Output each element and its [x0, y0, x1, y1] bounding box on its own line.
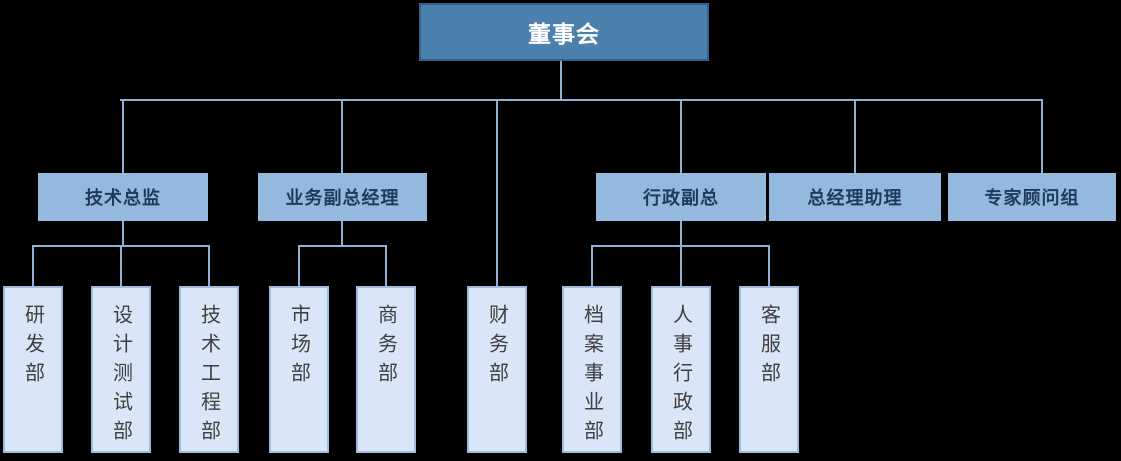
connector-admin-drop-3 — [768, 246, 770, 288]
org-node-gm-assistant-label: 总经理助理 — [807, 188, 903, 208]
org-node-design-test-dept[interactable]: 设计测试部 — [91, 286, 151, 453]
connector-drop-finance — [496, 100, 498, 288]
org-node-marketing-dept-label: 市场部 — [287, 304, 310, 391]
connector-biz-stem — [341, 221, 343, 246]
connector-admin-drop-2 — [680, 246, 682, 288]
org-node-tech-engineering-dept[interactable]: 技术工程部 — [179, 286, 239, 453]
org-node-marketing-dept[interactable]: 市场部 — [269, 286, 329, 453]
org-node-commerce-dept[interactable]: 商务部 — [356, 286, 416, 453]
connector-tech-drop-1 — [32, 246, 34, 288]
org-node-archives-dept-label: 档案事业部 — [580, 304, 603, 449]
connector-biz-rail — [298, 245, 387, 247]
org-node-board-label: 董事会 — [528, 21, 600, 47]
connector-admin-drop-1 — [591, 246, 593, 288]
connector-biz-drop-1 — [298, 246, 300, 288]
connector-tech-drop-3 — [208, 246, 210, 288]
connector-tech-stem — [122, 221, 124, 246]
org-node-tech-engineering-dept-label: 技术工程部 — [197, 304, 220, 449]
org-node-gm-assistant[interactable]: 总经理助理 — [769, 173, 941, 221]
connector-admin-stem — [680, 221, 682, 246]
connector-drop-expert — [1041, 100, 1043, 173]
org-node-finance-dept-label: 财务部 — [485, 304, 508, 391]
org-node-expert-advisors[interactable]: 专家顾问组 — [948, 173, 1116, 221]
connector-drop-tech — [122, 100, 124, 173]
org-node-admin-deputy-gm[interactable]: 行政副总 — [596, 173, 766, 221]
org-node-customer-service-dept[interactable]: 客服部 — [739, 286, 799, 453]
connector-drop-admin — [680, 100, 682, 173]
org-node-tech-director[interactable]: 技术总监 — [38, 173, 208, 221]
org-node-hr-admin-dept[interactable]: 人事行政部 — [651, 286, 711, 453]
connector-board-stem — [560, 61, 562, 100]
connector-drop-biz — [341, 100, 343, 173]
org-node-commerce-dept-label: 商务部 — [374, 304, 397, 391]
connector-drop-assistant — [854, 100, 856, 173]
org-node-design-test-dept-label: 设计测试部 — [109, 304, 132, 449]
org-node-biz-deputy-gm[interactable]: 业务副总经理 — [258, 173, 427, 221]
org-node-tech-director-label: 技术总监 — [85, 188, 161, 208]
org-node-rnd-dept-label: 研发部 — [21, 304, 44, 391]
org-node-customer-service-dept-label: 客服部 — [757, 304, 780, 391]
connector-main-rail — [120, 99, 1043, 101]
connector-tech-drop-2 — [120, 246, 122, 288]
org-node-board[interactable]: 董事会 — [419, 3, 709, 61]
org-node-archives-dept[interactable]: 档案事业部 — [562, 286, 622, 453]
org-node-hr-admin-dept-label: 人事行政部 — [669, 304, 692, 449]
org-node-admin-deputy-gm-label: 行政副总 — [643, 188, 719, 208]
org-node-expert-advisors-label: 专家顾问组 — [984, 188, 1080, 208]
org-node-rnd-dept[interactable]: 研发部 — [3, 286, 63, 453]
connector-biz-drop-2 — [385, 246, 387, 288]
org-node-biz-deputy-gm-label: 业务副总经理 — [285, 188, 400, 208]
org-node-finance-dept[interactable]: 财务部 — [467, 286, 527, 453]
